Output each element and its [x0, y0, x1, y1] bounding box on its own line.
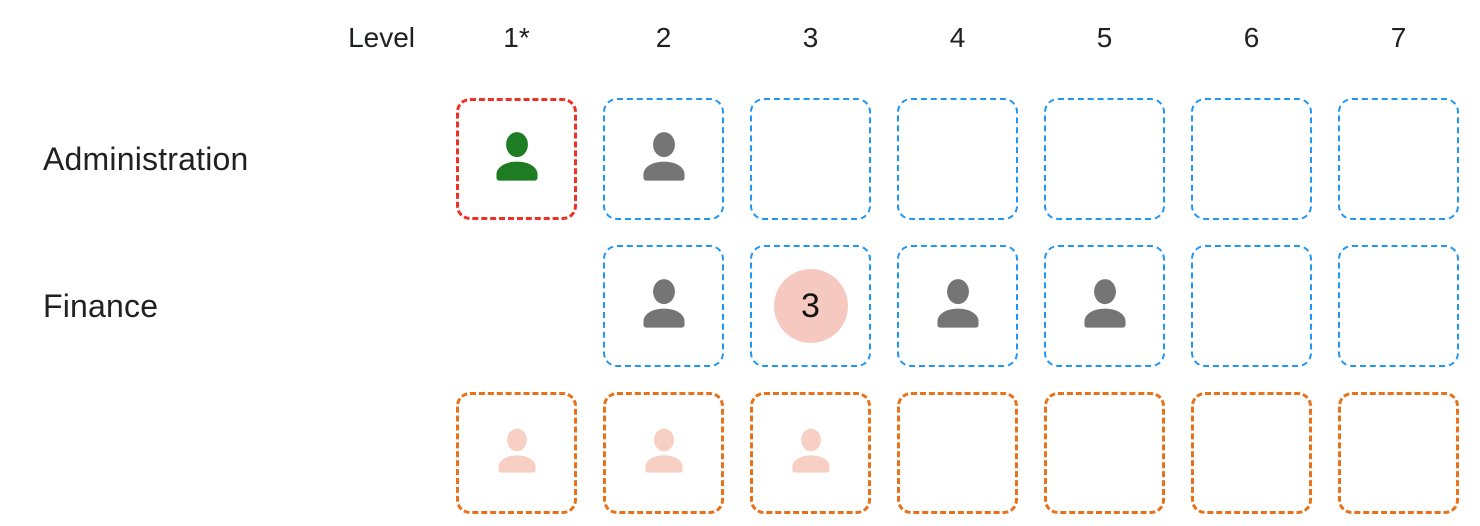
level-header-label: Level: [348, 22, 415, 53]
level-slot-track: [1325, 98, 1472, 220]
headcount-slot-level-3[interactable]: 3: [750, 245, 871, 367]
level-column-label-3: 3: [802, 22, 819, 53]
headcount-slot-level-2[interactable]: [603, 245, 724, 367]
level-column-label-1: 1*: [503, 22, 530, 53]
headcount-slot-level-7[interactable]: [1338, 392, 1459, 514]
headcount-slot-level-4[interactable]: [897, 392, 1018, 514]
level-column-label-7: 7: [1390, 22, 1407, 53]
headcount-slot-level-4[interactable]: [897, 245, 1018, 367]
row-cells: 3: [443, 245, 1472, 367]
person-icon: [632, 272, 696, 340]
level-column-label-4: 4: [949, 22, 966, 53]
level-slot-track: [443, 98, 590, 220]
level-column-label-2: 2: [655, 22, 672, 53]
level-slot-track: [737, 392, 884, 514]
level-slot-track: [443, 245, 590, 367]
person-icon: [926, 272, 990, 340]
level-slot-track: [590, 98, 737, 220]
headcount-slot-level-2[interactable]: [603, 98, 724, 220]
level-slot-track: [443, 392, 590, 514]
headcount-slot-level-5[interactable]: [1044, 245, 1165, 367]
level-slot-track: [884, 392, 1031, 514]
department-label: Administration: [43, 140, 249, 177]
headcount-slot-level-5[interactable]: [1044, 392, 1165, 514]
department-row-administration: Administration: [0, 98, 1480, 220]
headcount-slot-level-6[interactable]: [1191, 98, 1312, 220]
department-row-unlabeled: [0, 392, 1480, 514]
headcount-slot-level-6[interactable]: [1191, 392, 1312, 514]
headcount-slot-level-6[interactable]: [1191, 245, 1312, 367]
level-slot-track: [1178, 98, 1325, 220]
row-cells: [443, 98, 1472, 220]
department-row-finance: Finance 3: [0, 245, 1480, 367]
headcount-slot-level-3[interactable]: [750, 98, 871, 220]
headcount-count-badge: 3: [773, 269, 848, 343]
headcount-slot-level-7[interactable]: [1338, 245, 1459, 367]
headcount-slot-level-3[interactable]: [750, 392, 871, 514]
person-icon: [488, 422, 546, 484]
headcount-slot-level-4[interactable]: [897, 98, 1018, 220]
level-column-label-6: 6: [1243, 22, 1260, 53]
level-slot-track: [590, 392, 737, 514]
level-header-row: Level 1* 2 3 4 5 6 7: [0, 0, 1480, 98]
level-slot-track: [1178, 245, 1325, 367]
department-label: [0, 392, 443, 514]
department-label: Finance: [43, 287, 159, 324]
level-slot-track: [590, 245, 737, 367]
person-icon: [485, 125, 549, 193]
person-icon: [632, 125, 696, 193]
person-icon: [635, 422, 693, 484]
level-slot-track: [1178, 392, 1325, 514]
row-cells: [443, 392, 1472, 514]
person-icon: [782, 422, 840, 484]
headcount-slot-level-1[interactable]: [456, 98, 577, 220]
headcount-slot-level-2[interactable]: [603, 392, 724, 514]
level-column-label-5: 5: [1096, 22, 1113, 53]
level-slot-track: [884, 98, 1031, 220]
level-slot-track: 3: [737, 245, 884, 367]
headcount-slot-level-5[interactable]: [1044, 98, 1165, 220]
level-slot-track: [884, 245, 1031, 367]
headcount-slot-level-7[interactable]: [1338, 98, 1459, 220]
person-icon: [1073, 272, 1137, 340]
level-slot-track: [737, 98, 884, 220]
level-slot-track: [1325, 392, 1472, 514]
level-slot-track: [1031, 98, 1178, 220]
headcount-slot-level-1[interactable]: [456, 392, 577, 514]
level-column-labels: 1* 2 3 4 5 6 7: [443, 22, 1472, 54]
level-slot-track: [1031, 245, 1178, 367]
level-slot-track: [1325, 245, 1472, 367]
level-slot-track: [1031, 392, 1178, 514]
